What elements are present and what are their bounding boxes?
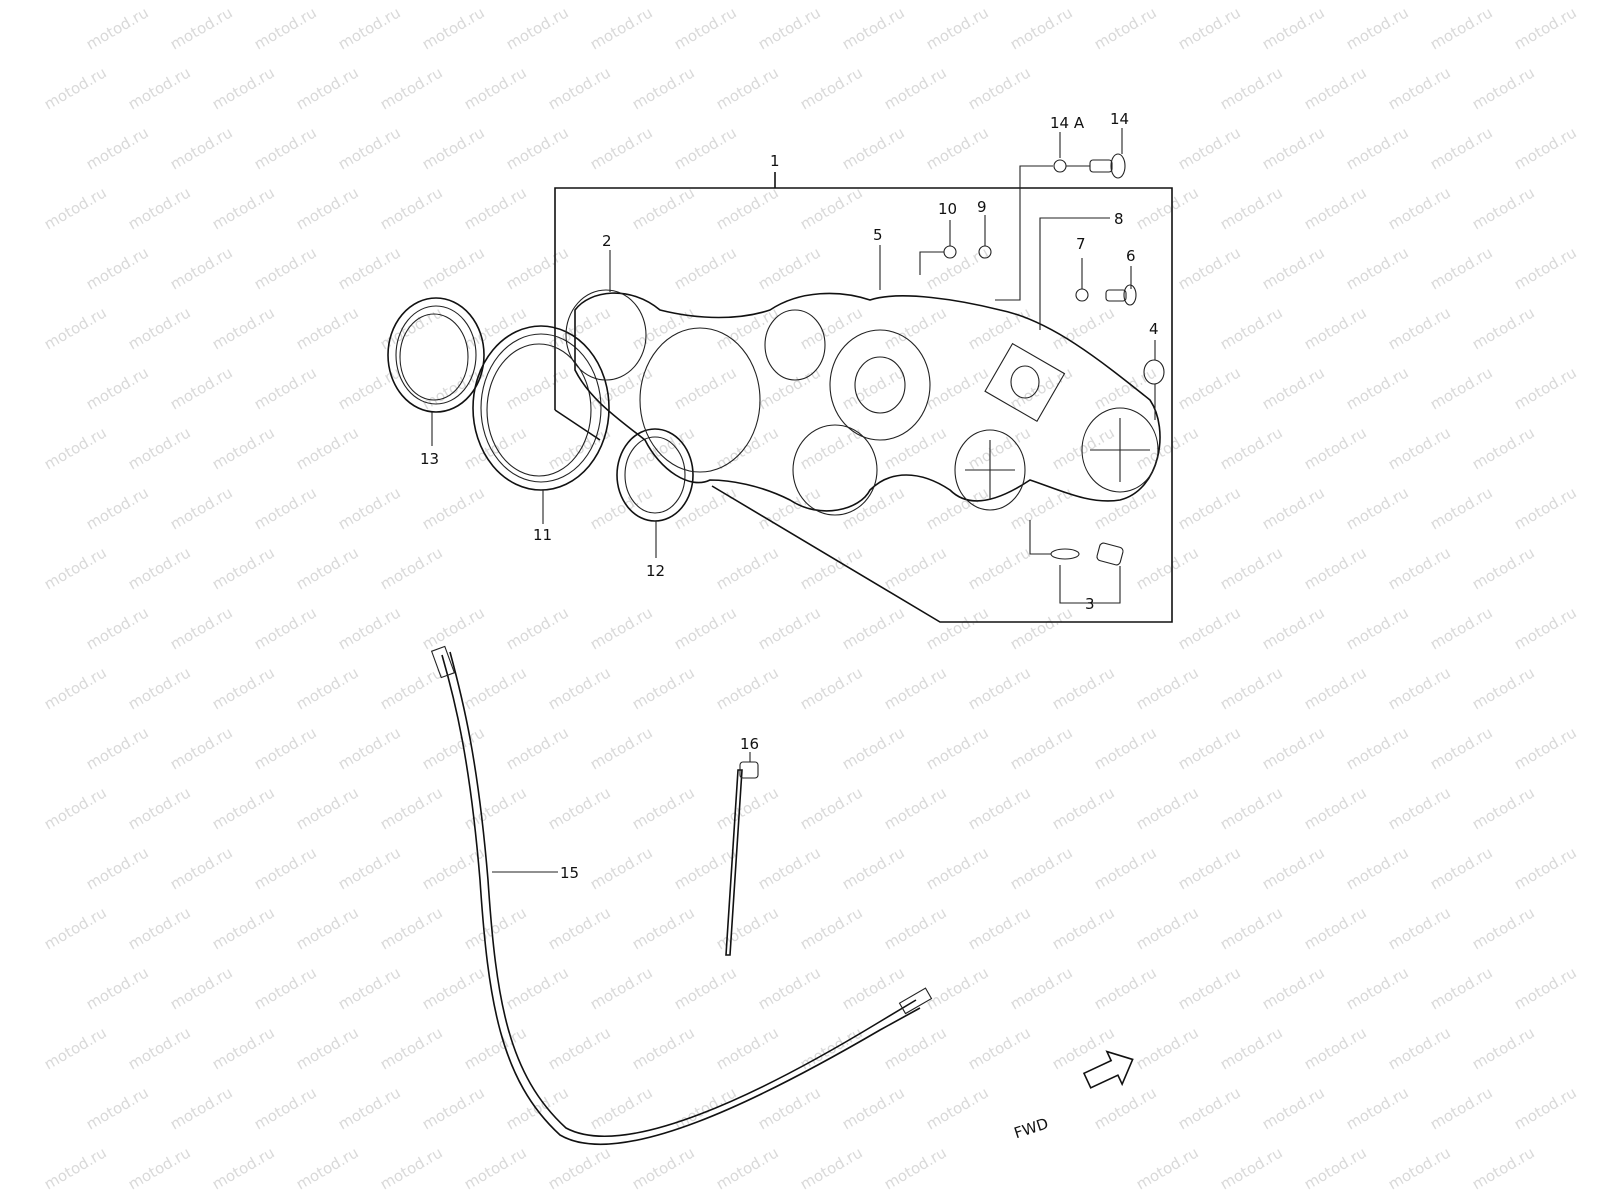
callout-6: 6 xyxy=(1126,247,1136,265)
ring-11 xyxy=(472,325,610,491)
callout-7: 7 xyxy=(1076,235,1086,253)
speedometer-cable xyxy=(430,645,933,1146)
ring-13 xyxy=(387,297,485,413)
ring-12 xyxy=(616,428,694,522)
forward-arrow xyxy=(1082,1050,1134,1089)
callout-4: 4 xyxy=(1149,320,1159,338)
callout-2: 2 xyxy=(602,232,612,250)
tie-strap xyxy=(725,752,759,956)
callout-14: 14 xyxy=(1110,110,1129,128)
callout-9: 9 xyxy=(977,198,987,216)
callout-1: 1 xyxy=(770,152,780,170)
callout-11: 11 xyxy=(533,526,552,544)
callout-3: 3 xyxy=(1085,595,1095,613)
small-parts xyxy=(431,128,1165,604)
meter-housing xyxy=(565,289,1161,516)
callout-10: 10 xyxy=(938,200,957,218)
callout-8: 8 xyxy=(1114,210,1124,228)
callout-14a: 14 A xyxy=(1050,114,1085,132)
callout-16: 16 xyxy=(740,735,759,753)
callout-15: 15 xyxy=(560,864,579,882)
callout-5: 5 xyxy=(873,226,883,244)
assembly-frame xyxy=(554,172,1173,623)
callout-12: 12 xyxy=(646,562,665,580)
callout-13: 13 xyxy=(420,450,439,468)
fwd-label: FWD xyxy=(1012,1114,1051,1142)
